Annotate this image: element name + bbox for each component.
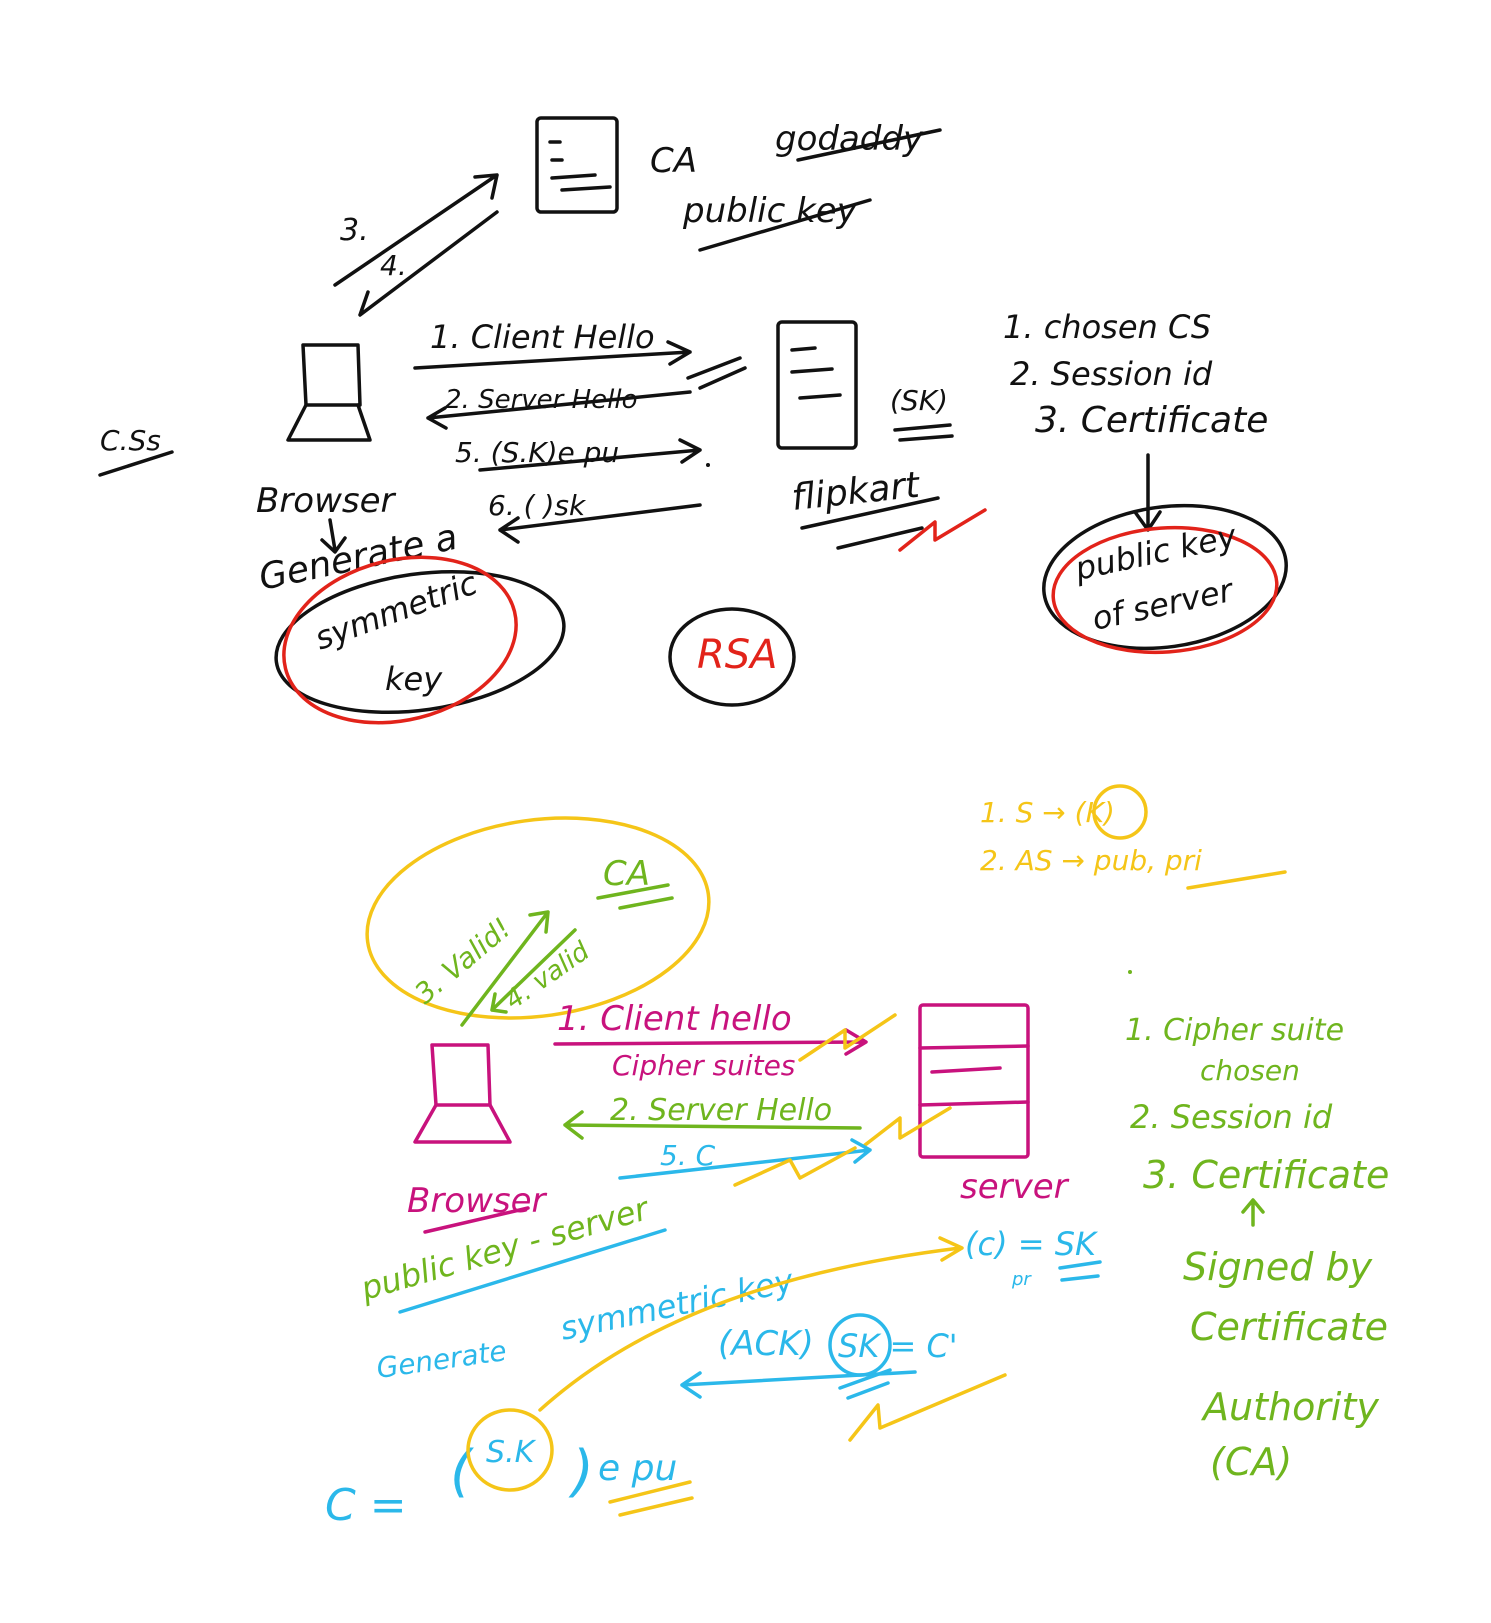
laptop-icon <box>286 343 372 442</box>
server-magenta-label: server <box>960 1167 1070 1207</box>
flipkart-red-tick <box>898 508 987 552</box>
public-key-server-ellipse <box>1042 503 1288 651</box>
public-key-server-underline <box>398 1228 667 1314</box>
ca-green-underline <box>596 883 674 910</box>
step3-arrow <box>333 173 499 287</box>
browser-magenta-underline <box>423 1206 530 1234</box>
c-equals-label: C = <box>325 1480 407 1531</box>
public-key-underline <box>698 198 872 252</box>
sk-to-server-curve <box>538 1236 964 1412</box>
sk-yellow-circle <box>466 1408 554 1492</box>
legend-k-circle <box>1092 784 1148 840</box>
certificate-up-arrow <box>1241 1198 1265 1227</box>
sk-cyan-label: S.K <box>486 1435 537 1470</box>
client-hello-magenta-arrow <box>553 1028 868 1056</box>
client-hello-tick <box>686 356 747 390</box>
chosen-cs-label: 1. chosen CS <box>1003 308 1211 346</box>
server-hello-arrow <box>426 390 692 430</box>
client-hello-yellow-tick <box>798 1013 897 1062</box>
step4-arrow <box>358 210 499 317</box>
legend-asymmetric-label: 2. AS → pub, pri <box>980 844 1202 877</box>
decrypt-underline <box>1058 1260 1102 1282</box>
server-document-icon <box>776 320 858 450</box>
close-paren: ) <box>568 1439 594 1504</box>
msg5-cyan-arrow <box>618 1138 872 1180</box>
browser-down-arrow <box>320 518 347 554</box>
legend-underline <box>1186 870 1287 890</box>
ca-label: CA <box>650 141 697 181</box>
e-pu-underline <box>608 1480 694 1517</box>
client-hello-label: 1. Client Hello <box>430 318 655 356</box>
godaddy-underline <box>796 128 942 162</box>
msg6-label: 6. ( )sk <box>488 489 587 522</box>
browser-magenta-label: Browser <box>407 1181 548 1221</box>
ack-yellow-tick <box>848 1373 1007 1442</box>
decrypt-sub-label: pr <box>1011 1269 1032 1290</box>
ca-validation-ellipse <box>365 816 711 1020</box>
signed-by-label: Signed by <box>1183 1245 1373 1289</box>
ca-document-icon <box>535 116 619 214</box>
authority-label: Authority <box>1200 1385 1379 1429</box>
rsa-circle <box>668 607 796 707</box>
ca-green-label: CA <box>603 854 650 894</box>
certificate-green-label: 3. Certificate <box>1143 1153 1389 1197</box>
ca-paren-label: (CA) <box>1210 1440 1292 1484</box>
flipkart-underline <box>800 496 940 550</box>
step3-label: 3. <box>340 213 369 248</box>
rsa-label: RSA <box>697 632 778 678</box>
ack-label: (ACK) <box>718 1324 814 1364</box>
msg5-yellow-tick <box>733 1146 857 1187</box>
sk-underline <box>893 423 954 442</box>
cfs-underline <box>98 450 174 477</box>
key-label: key <box>385 660 443 698</box>
client-hello-arrow <box>413 340 692 370</box>
open-paren: ( <box>450 1439 474 1504</box>
browser-label: Browser <box>256 481 397 521</box>
msg5-cyan-label: 5. C <box>660 1139 716 1172</box>
stray-dot <box>706 463 710 467</box>
sk-equals-label: SK = C' <box>838 1327 958 1365</box>
session-id-label: 2. Session id <box>1010 355 1213 393</box>
certificate-authority-label: Certificate <box>1190 1305 1388 1349</box>
session-id-green-label: 2. Session id <box>1130 1098 1333 1136</box>
step4-label: 4. <box>380 249 407 282</box>
cfs-label: C.Ss <box>100 424 161 457</box>
flipkart-label: flipkart <box>790 465 923 519</box>
stray-dot <box>1128 970 1132 974</box>
decrypt-label: (c) = SK <box>965 1225 1099 1263</box>
client-hello-magenta-label: 1. Client hello <box>557 999 792 1039</box>
server-rack-icon <box>918 1003 1030 1159</box>
certificate-label: 3. Certificate <box>1035 400 1268 441</box>
symmetric-key-red-circle <box>282 555 518 725</box>
valid-3-arrow <box>460 910 550 1027</box>
e-pu-label: e pu <box>598 1448 677 1489</box>
valid-3-label: 3. Valid! <box>408 911 517 1010</box>
certificate-down-arrow <box>1133 453 1162 532</box>
server-hello-green-label: 2. Server Hello <box>610 1093 832 1128</box>
msg5-arrow <box>478 438 702 472</box>
server-hello-green-arrow <box>563 1110 862 1140</box>
public-key-server-red-circle <box>1051 525 1279 655</box>
msg6-arrow <box>498 503 702 544</box>
symmetric-key-ellipse <box>274 569 566 715</box>
ack-sk-underline <box>838 1368 892 1400</box>
sk-label: (SK) <box>890 384 948 417</box>
chosen-label: chosen <box>1200 1054 1300 1087</box>
cipher-suite-chosen-label: 1. Cipher suite <box>1125 1013 1344 1048</box>
cipher-suites-label: Cipher suites <box>612 1049 795 1082</box>
generate-cyan-label: Generate <box>374 1334 508 1385</box>
valid-4-arrow <box>490 928 577 1014</box>
browser-laptop-icon <box>413 1043 512 1144</box>
server-hello-yellow-tick <box>863 1106 952 1147</box>
